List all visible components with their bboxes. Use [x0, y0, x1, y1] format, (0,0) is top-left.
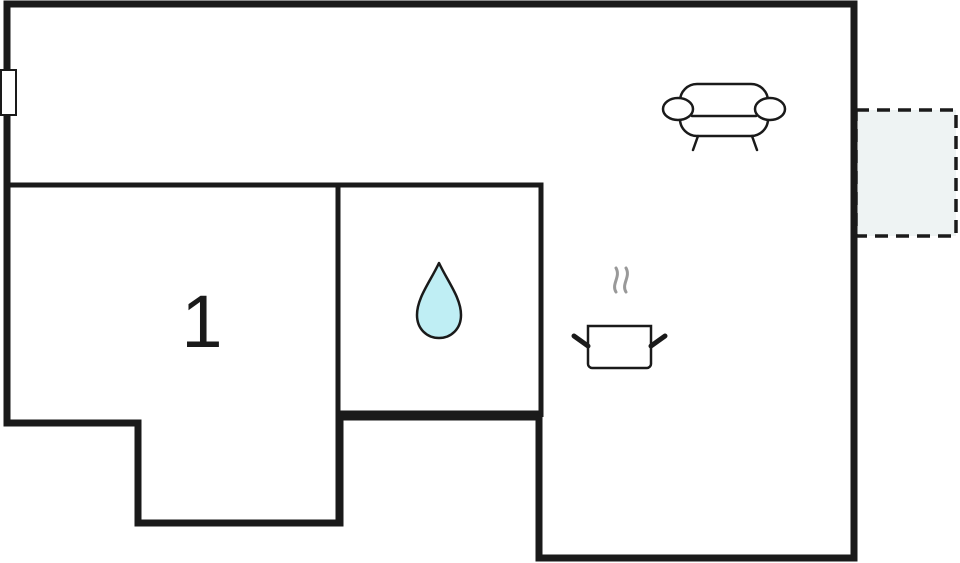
- entrance-door-icon: [0, 69, 17, 116]
- terrace-area: [854, 108, 958, 238]
- water-drop-icon: [415, 261, 463, 340]
- interior-wall-top: [7, 182, 544, 417]
- sofa-icon: [661, 82, 787, 152]
- cooking-pot-icon: [571, 266, 668, 370]
- room-number-label: 1: [181, 280, 222, 363]
